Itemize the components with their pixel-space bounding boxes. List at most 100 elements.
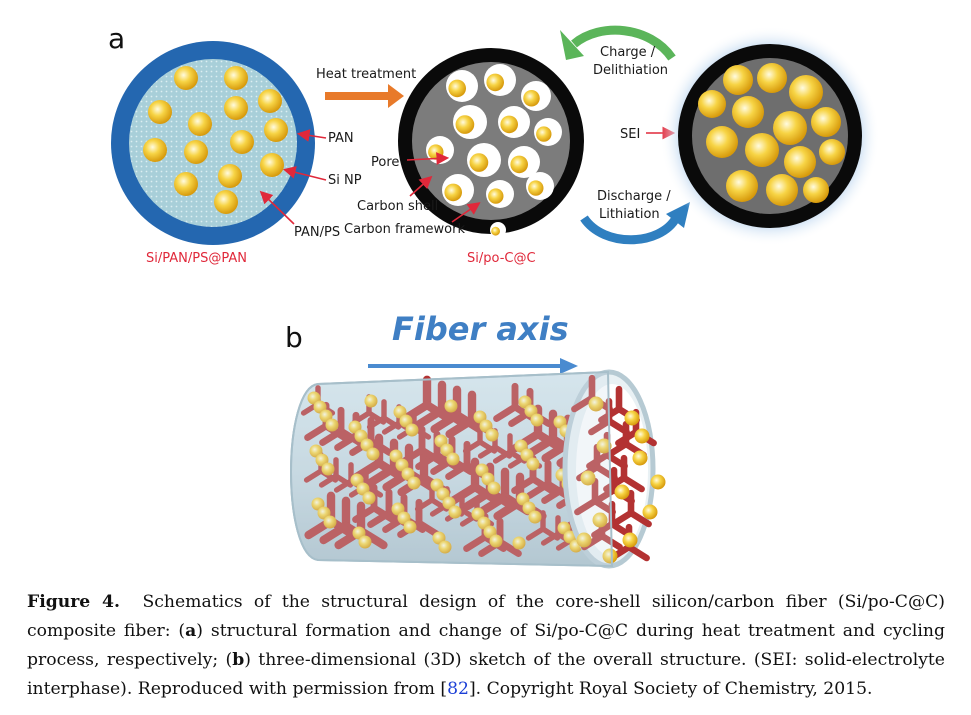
si-nanoparticle bbox=[528, 180, 544, 196]
si-nanoparticle bbox=[486, 73, 505, 92]
si-nanoparticle bbox=[325, 418, 339, 432]
si-nanoparticle bbox=[698, 90, 726, 118]
si-nanoparticle bbox=[622, 532, 638, 548]
si-nanoparticle bbox=[444, 183, 463, 202]
product-name: Si/po-C@C bbox=[467, 251, 536, 266]
si-nanoparticle bbox=[706, 126, 738, 158]
si-nanoparticle bbox=[488, 188, 504, 204]
pore-label: Pore bbox=[371, 155, 399, 170]
charge-label-line1: Charge / bbox=[600, 45, 656, 60]
citation-link[interactable]: 82 bbox=[447, 679, 469, 699]
si-nanoparticle bbox=[143, 138, 167, 162]
caption-part1: Schematics of the structural design of t… bbox=[27, 592, 945, 641]
si-nanoparticle bbox=[766, 174, 798, 206]
carbon-framework-branch bbox=[610, 489, 652, 528]
carbon-framework-branch bbox=[525, 510, 561, 541]
panel-b-letter: b bbox=[285, 321, 303, 354]
si-nanoparticle bbox=[576, 532, 592, 548]
si-nanoparticle bbox=[650, 474, 666, 490]
figure-caption: Figure 4. Schematics of the structural d… bbox=[27, 588, 945, 704]
si-nanoparticle bbox=[773, 111, 807, 145]
si-nanoparticle bbox=[485, 428, 499, 442]
fiber-cross-section-after bbox=[398, 48, 584, 238]
si-nanoparticle bbox=[366, 447, 380, 461]
si-nanoparticle bbox=[723, 65, 753, 95]
si-nanoparticle bbox=[580, 470, 596, 486]
figure-label: Figure 4. bbox=[27, 592, 120, 612]
si-nanoparticle bbox=[530, 413, 544, 427]
precursor-name: Si/PAN/PS@PAN bbox=[146, 251, 247, 266]
si-nanoparticle bbox=[407, 476, 421, 490]
si-nanoparticle bbox=[592, 512, 608, 528]
si-nanoparticle bbox=[784, 146, 816, 178]
caption-part4: ]. Copyright Royal Society of Chemistry,… bbox=[468, 679, 873, 699]
si-nanoparticle bbox=[323, 515, 337, 529]
discharge-label-line2: Lithiation bbox=[599, 207, 660, 222]
si-nanoparticle bbox=[358, 535, 372, 549]
carbon-framework-branch bbox=[603, 454, 645, 493]
si-nanoparticle bbox=[174, 172, 198, 196]
fiber-cross-section-before bbox=[111, 41, 315, 245]
si-nanoparticle bbox=[188, 112, 212, 136]
si-nanoparticle bbox=[642, 504, 658, 520]
si-nanoparticle bbox=[624, 410, 640, 426]
si-nanoparticle bbox=[174, 66, 198, 90]
carbon-framework-branch bbox=[448, 457, 502, 506]
si-nanoparticle bbox=[264, 118, 288, 142]
si-np-label: Si NP bbox=[328, 173, 362, 188]
si-nanoparticle bbox=[364, 394, 378, 408]
discharge-label-line1: Discharge / bbox=[597, 189, 671, 204]
si-nanoparticle bbox=[258, 89, 282, 113]
si-nanoparticle bbox=[745, 133, 779, 167]
si-nanoparticle bbox=[491, 226, 500, 236]
caption-part2: ) structural formation and change of Si/… bbox=[27, 621, 945, 670]
si-nanoparticle bbox=[469, 153, 489, 172]
si-nanoparticle bbox=[757, 63, 787, 93]
carbon-framework-branch bbox=[400, 425, 444, 465]
si-nanoparticle bbox=[536, 126, 552, 142]
si-nanoparticle bbox=[602, 548, 618, 564]
carbon-framework-label: Carbon framework bbox=[344, 222, 465, 237]
si-nanoparticle bbox=[614, 484, 630, 500]
si-nanoparticle bbox=[260, 153, 284, 177]
si-nanoparticle bbox=[632, 450, 648, 466]
si-nanoparticle bbox=[811, 107, 841, 137]
caption-ref-a: a bbox=[185, 621, 197, 641]
si-nanoparticle bbox=[523, 90, 540, 107]
si-nanoparticle bbox=[489, 534, 503, 548]
si-nanoparticle bbox=[438, 540, 452, 554]
si-nanoparticle bbox=[444, 399, 458, 413]
si-nanoparticle bbox=[526, 457, 540, 471]
si-nanoparticle bbox=[803, 177, 829, 203]
si-nanoparticle bbox=[528, 510, 542, 524]
si-nanoparticle bbox=[224, 66, 248, 90]
si-nanoparticle bbox=[224, 96, 248, 120]
charge-label-line2: Delithiation bbox=[593, 63, 668, 78]
si-nanoparticle bbox=[455, 115, 475, 134]
fiber-cross-section-lithiated bbox=[660, 26, 880, 246]
si-nanoparticle bbox=[184, 140, 208, 164]
fiber-axis-arrow bbox=[368, 358, 578, 374]
si-nanoparticle bbox=[510, 155, 528, 174]
si-nanoparticle bbox=[405, 423, 419, 437]
discharge-arrow bbox=[580, 215, 680, 245]
carbon-shell-label: Carbon shell bbox=[357, 199, 438, 214]
si-nanoparticle bbox=[448, 505, 462, 519]
si-nanoparticle bbox=[448, 79, 467, 98]
si-nanoparticle bbox=[634, 428, 650, 444]
si-nanoparticle bbox=[726, 170, 758, 202]
si-nanoparticle bbox=[214, 190, 238, 214]
si-nanoparticle bbox=[218, 164, 242, 188]
si-nanoparticle bbox=[588, 396, 604, 412]
si-nanoparticle bbox=[321, 462, 335, 476]
si-nanoparticle bbox=[362, 491, 376, 505]
si-nanoparticle bbox=[512, 536, 526, 550]
caption-part3: ) three-dimensional (3D) sketch of the o… bbox=[27, 650, 945, 699]
si-nanoparticle bbox=[819, 139, 845, 165]
si-nanoparticle bbox=[500, 115, 518, 134]
si-nanoparticle bbox=[230, 130, 254, 154]
heat-treatment-arrow bbox=[325, 84, 404, 108]
caption-ref-b: b bbox=[232, 650, 245, 670]
panel-a-letter: a bbox=[108, 22, 125, 55]
charge-arrow bbox=[571, 25, 676, 61]
